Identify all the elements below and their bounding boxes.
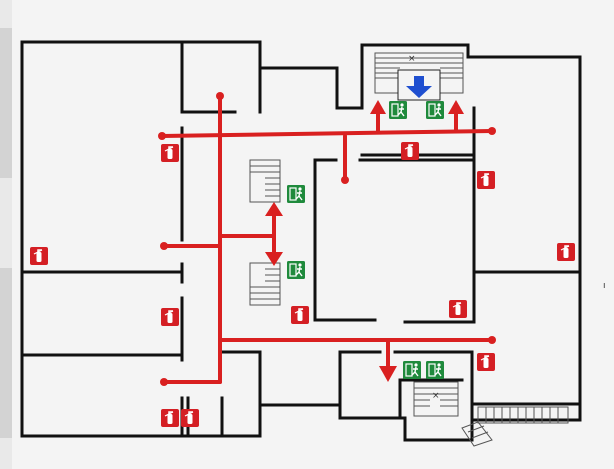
stair-marker-bottom: ×: [432, 391, 440, 401]
fire-extinguisher-icon-5: [556, 242, 576, 262]
route-arrow-up-stairs: [265, 202, 283, 216]
fire-extinguisher-icon-1: [160, 143, 180, 163]
staircase-bottom-right: [461, 406, 569, 447]
route-arrow-up-right-exit: [448, 100, 464, 114]
fire-extinguisher-icon-4: [29, 246, 49, 266]
emergency-exit-icon-lower-stairs: [286, 260, 306, 280]
emergency-exit-icon-upper-stairs: [286, 184, 306, 204]
route-arrow-down-stairs: [265, 252, 283, 266]
left-edge-tab-bottom: [0, 268, 12, 438]
route-endpoints: [158, 92, 496, 386]
staircase-upper-middle: [249, 159, 281, 203]
edge-mark: ı: [603, 281, 606, 291]
fire-extinguisher-icon-8: [448, 299, 468, 319]
fire-extinguisher-icon-9: [476, 352, 496, 372]
route-arrowheads: [265, 100, 464, 382]
emergency-exit-icon-bottom-b: [425, 360, 445, 380]
stair-marker-top: ×: [408, 54, 416, 64]
fire-extinguisher-icon-2: [400, 141, 420, 161]
fire-extinguisher-icon-7: [290, 305, 310, 325]
fire-extinguisher-icon-11: [180, 408, 200, 428]
staircase-top: [374, 52, 464, 94]
fire-extinguisher-icon-3: [476, 170, 496, 190]
emergency-exit-icon-top-left: [388, 100, 408, 120]
fire-extinguisher-icon-6: [160, 307, 180, 327]
route-arrow-up-left-exit: [370, 100, 386, 114]
staircase-lower-middle: [249, 262, 281, 306]
fire-extinguisher-icon-10: [160, 408, 180, 428]
emergency-exit-icon-top-right: [425, 100, 445, 120]
left-edge-tab-top: [0, 28, 14, 178]
staircase-bottom: [413, 381, 459, 417]
blue-down-arrow-icon: [397, 69, 441, 101]
emergency-exit-icon-bottom-a: [402, 360, 422, 380]
route-arrow-down-bottom-exit: [379, 366, 397, 382]
evacuation-routes: [160, 94, 494, 384]
sign-board: [12, 0, 614, 469]
